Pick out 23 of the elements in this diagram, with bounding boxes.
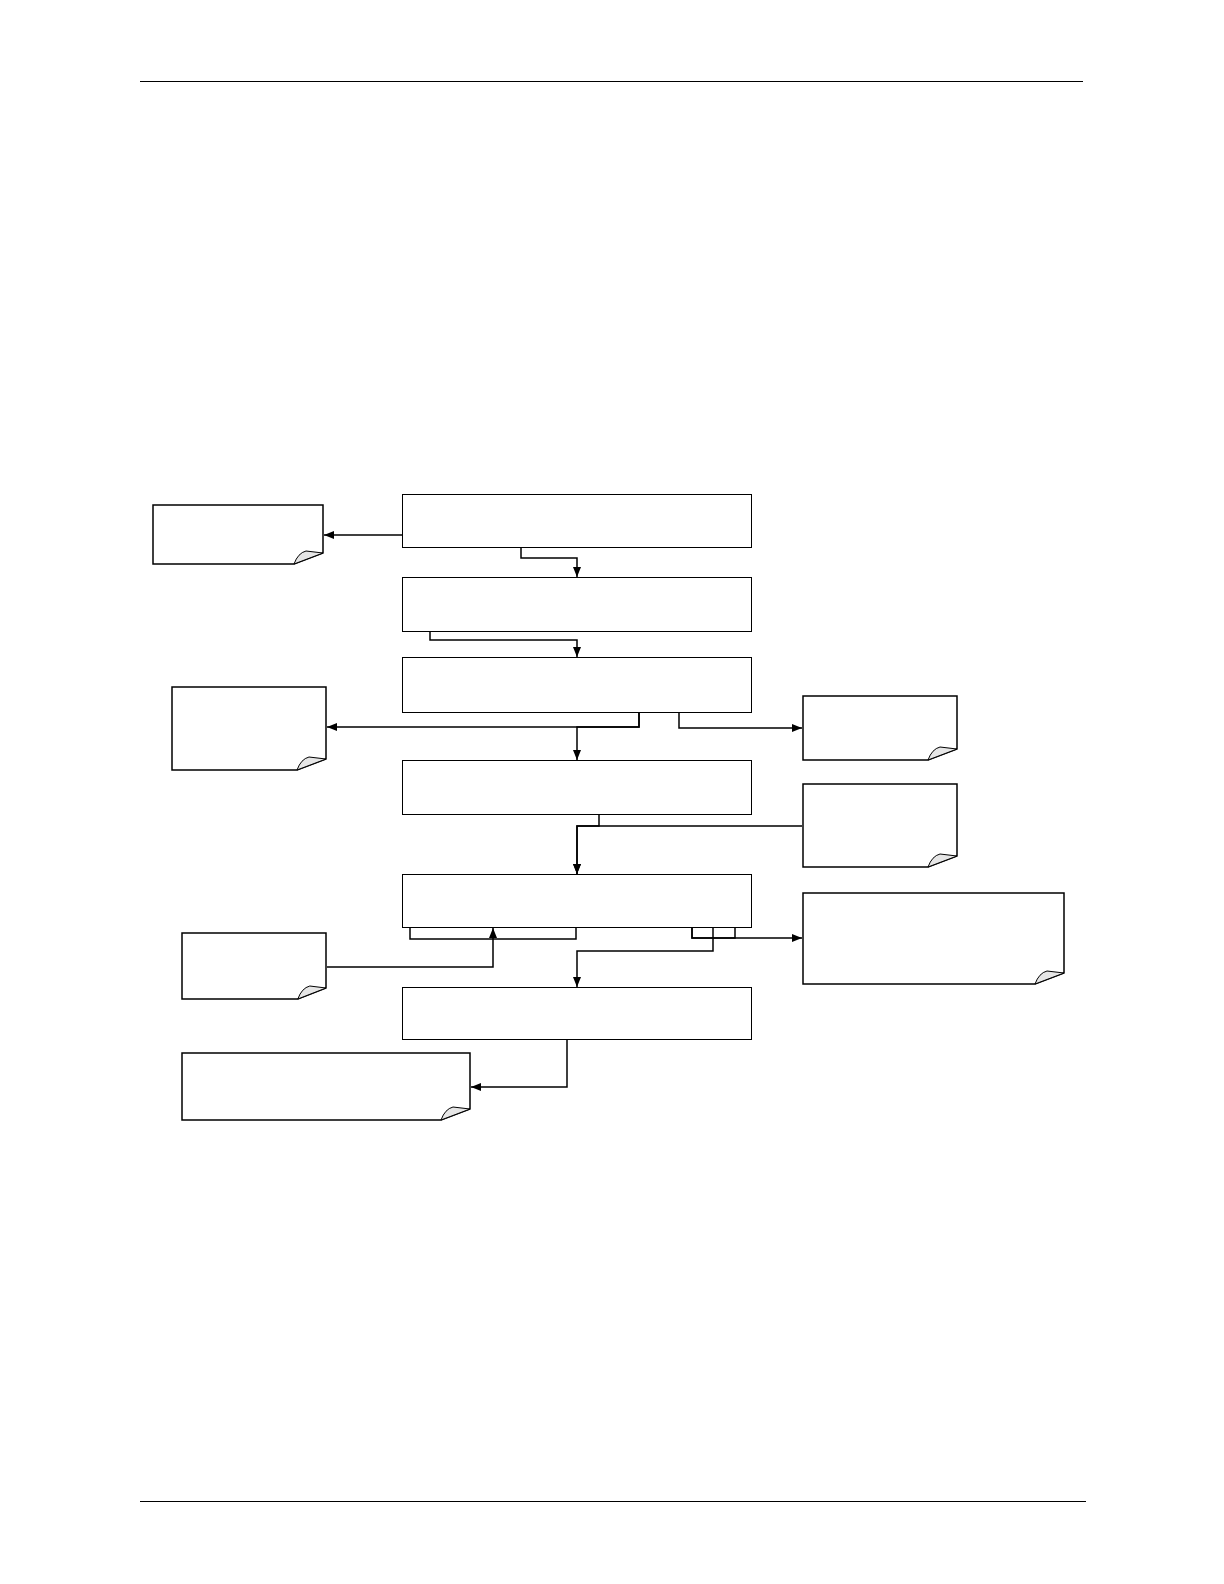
arrow — [323, 531, 403, 539]
arrow — [520, 547, 581, 578]
note-shape — [181, 1052, 471, 1121]
note-shape — [802, 892, 1065, 985]
process-box — [402, 987, 752, 1040]
arrow — [470, 1039, 568, 1091]
process-box — [402, 874, 752, 928]
note-shape — [171, 686, 327, 771]
arrow — [573, 825, 803, 875]
arrow — [573, 927, 714, 988]
note-shape — [152, 504, 324, 565]
arrow — [678, 712, 803, 732]
note-shape — [802, 695, 958, 761]
process-box — [402, 494, 752, 548]
arrow — [429, 631, 581, 658]
arrow — [326, 927, 497, 968]
arrow — [573, 712, 640, 761]
note-shape — [802, 783, 958, 868]
note-shape — [181, 932, 327, 1000]
process-box — [402, 657, 752, 713]
arrow — [691, 927, 803, 942]
process-box — [402, 577, 752, 632]
process-box — [402, 760, 752, 815]
